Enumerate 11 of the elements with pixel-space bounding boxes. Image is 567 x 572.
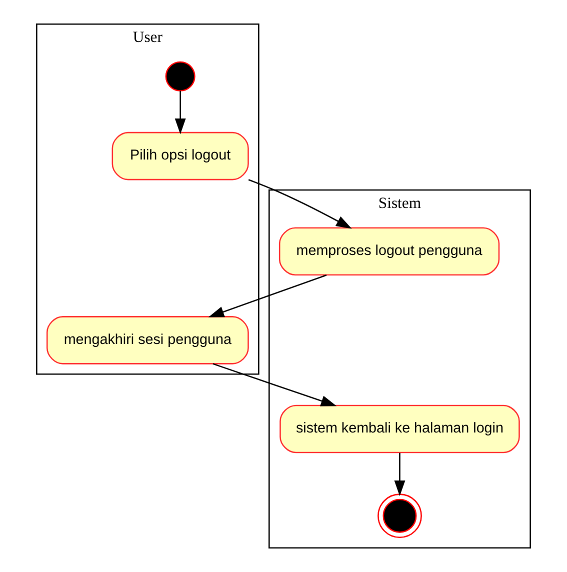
arrow [208,274,327,318]
node-circle [378,494,422,538]
node-box: mengakhiri sesi pengguna [46,316,249,364]
arrow [174,90,186,134]
node-box: Pilih opsi logout [112,132,249,180]
node-box: sistem kembali ke halaman login [280,404,520,454]
node-circle [165,61,196,92]
arrow [212,363,337,406]
node-box: memproses logout pengguna [278,227,500,276]
arrow [248,179,352,229]
arrow [394,452,406,496]
